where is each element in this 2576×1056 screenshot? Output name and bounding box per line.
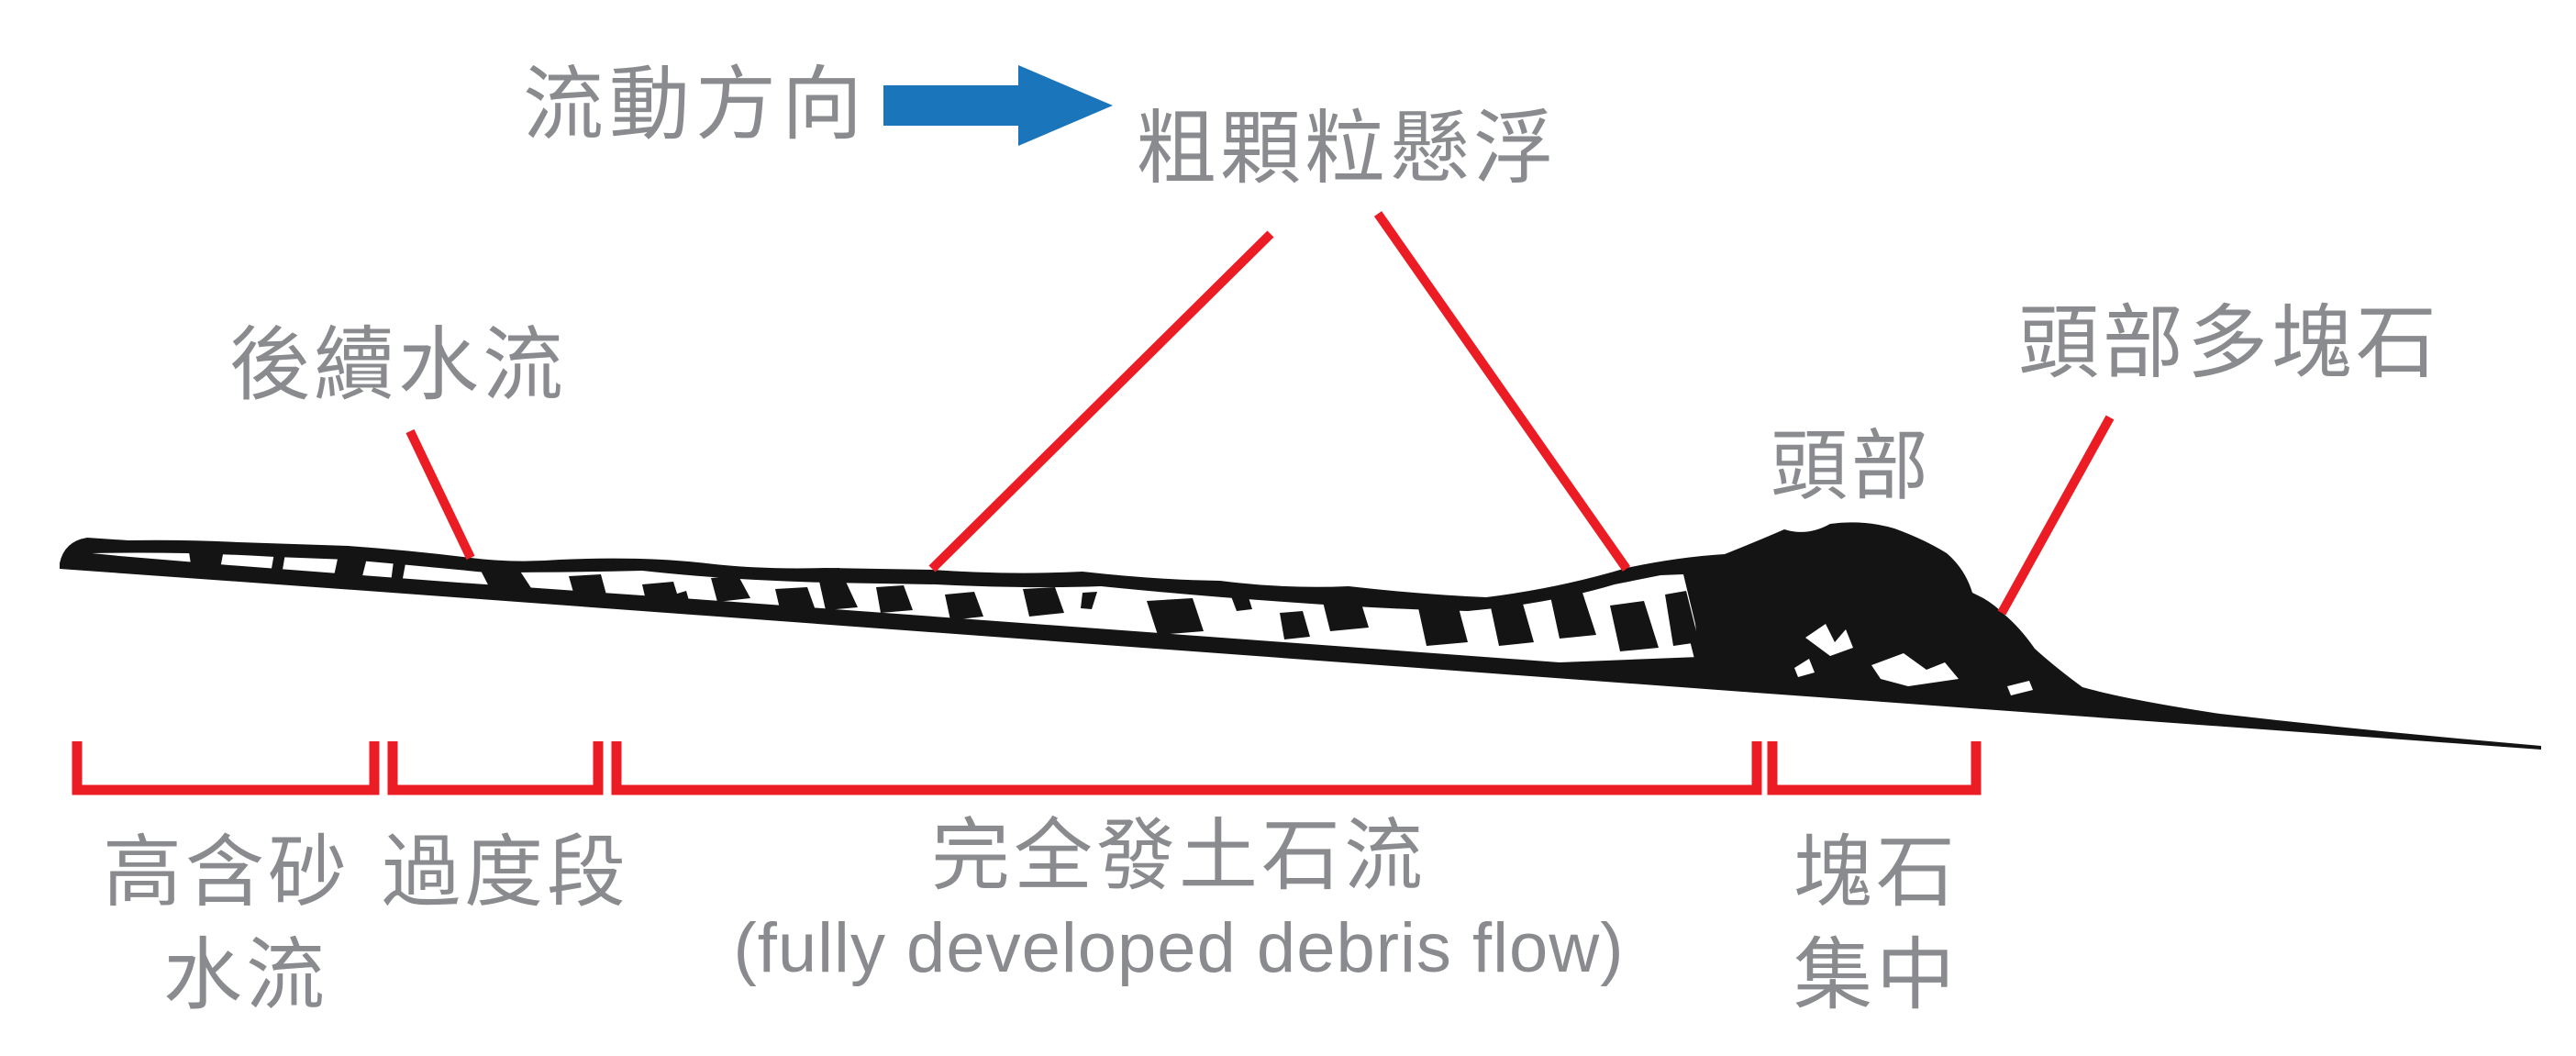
leader-lines	[405, 211, 2115, 616]
leader-line-suspension-left	[928, 230, 1274, 572]
zone-label-sandy-flow-line2: 水流	[163, 931, 328, 1019]
flow-direction-label: 流動方向	[523, 59, 869, 150]
head-label: 頭部	[1771, 423, 1933, 509]
zone-label-fully-developed-cjk: 完全發土石流	[931, 812, 1427, 900]
zone-bracket-fully-developed	[611, 741, 1762, 795]
zone-label-sandy-flow-line1: 高含砂	[103, 828, 350, 917]
flow-arrow-icon	[883, 65, 1113, 146]
leader-line-suspension-right	[1373, 211, 1631, 572]
head-boulders-label: 頭部多塊石	[2018, 297, 2441, 388]
rear-flow-label: 後續水流	[229, 319, 568, 410]
zone-label-fully-developed-en: (fully developed debris flow)	[733, 909, 1625, 987]
zone-bracket-sandy-flow	[72, 741, 380, 795]
leader-line-rear-flow	[405, 428, 475, 561]
zone-label-boulder-line1: 塊石	[1793, 828, 1959, 917]
zone-bracket-boulder	[1767, 741, 1982, 795]
zone-brackets	[72, 741, 1982, 795]
coarse-suspension-label: 粗顆粒懸浮	[1136, 103, 1559, 194]
rock-texture	[188, 545, 1738, 670]
zone-label-transition: 過度段	[382, 828, 629, 917]
zone-label-boulder-line2: 集中	[1793, 931, 1959, 1019]
zone-bracket-transition	[387, 741, 604, 795]
leader-line-head-boulders	[1997, 415, 2115, 616]
